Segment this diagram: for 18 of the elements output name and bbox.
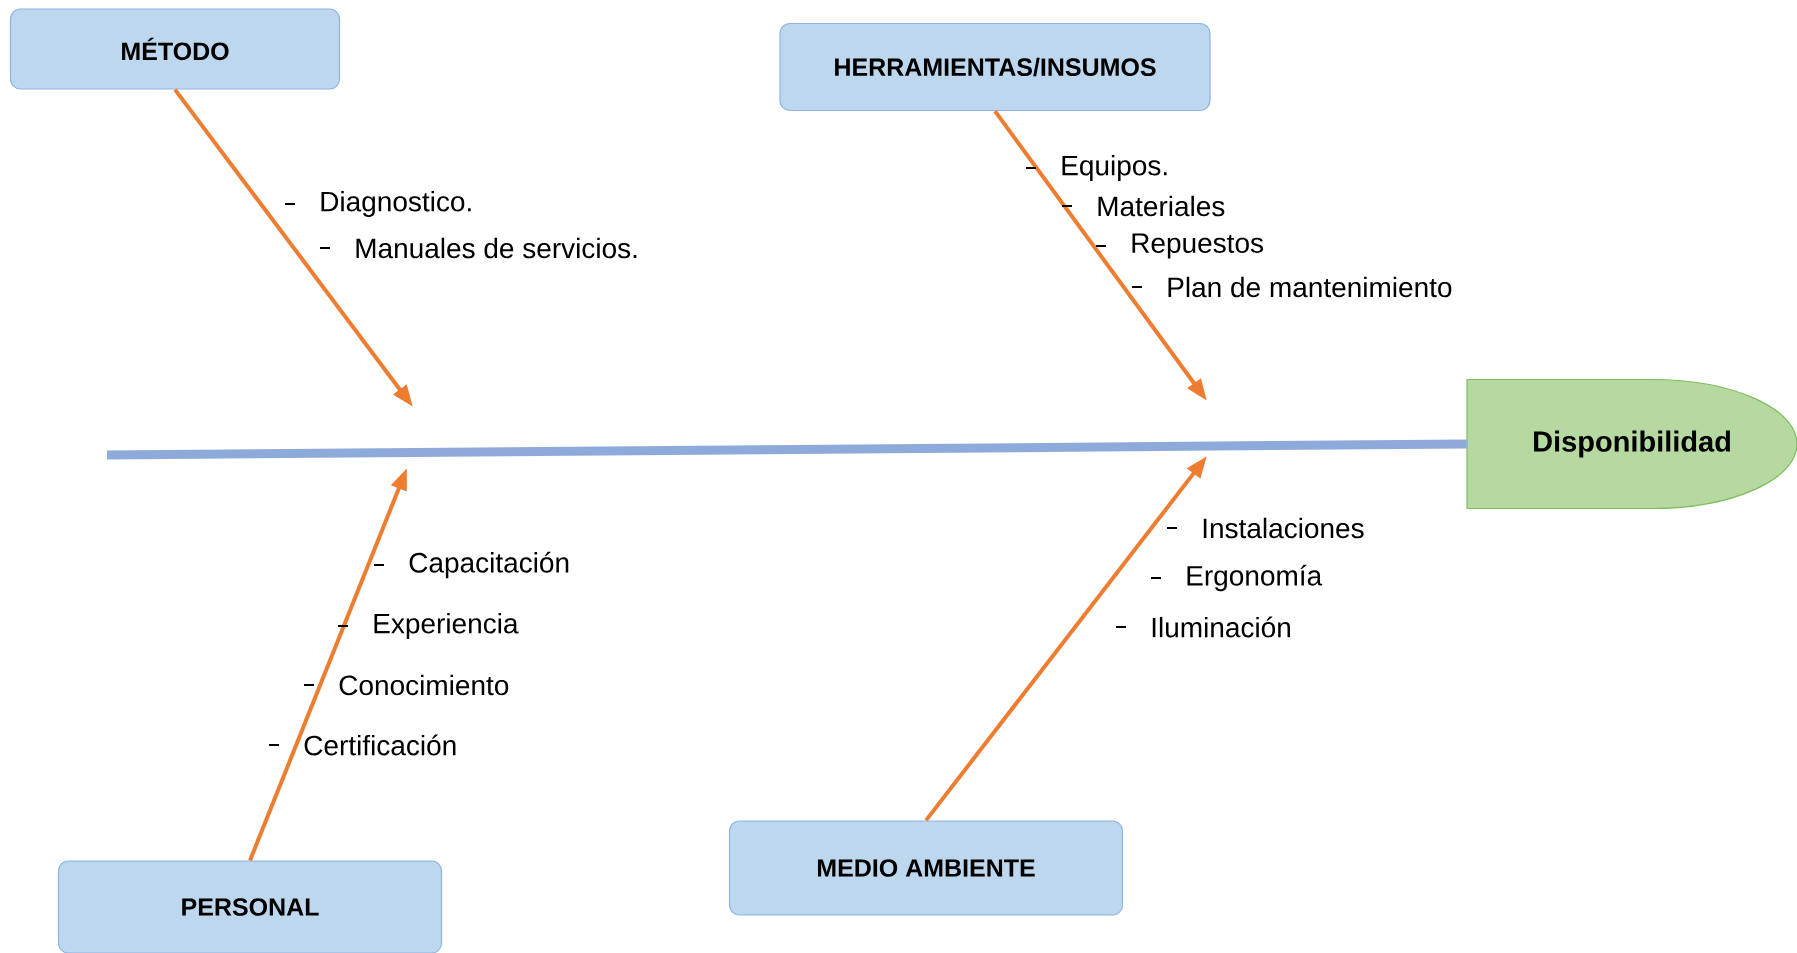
category-box: MEDIO AMBIENTE [728,820,1124,916]
cause-item: Capacitación [409,551,569,579]
cause-item: Plan de mantenimiento [1168,276,1452,298]
cause-item: Materiales [1098,195,1225,217]
cause-item: Conocimiento [339,674,509,696]
cause-item: Certificación [304,734,456,756]
cause-item: Equipos. [1062,154,1167,182]
category-box: PERSONAL [57,860,443,953]
cause-item: Instalaciones [1203,517,1364,539]
category-box: MÉTODO [9,8,341,90]
cause-item: Manuales de servicios. [356,237,637,259]
spine-line [106,439,1467,460]
cause-item: Ergonomía [1187,564,1323,592]
cause-item: Experiencia [374,612,519,640]
cause-item: Diagnostico. [321,190,471,218]
category-box: HERRAMIENTAS/INSUMOS [779,22,1211,112]
cause-item: Repuestos [1132,233,1264,259]
cause-item: Iluminación [1152,616,1290,638]
